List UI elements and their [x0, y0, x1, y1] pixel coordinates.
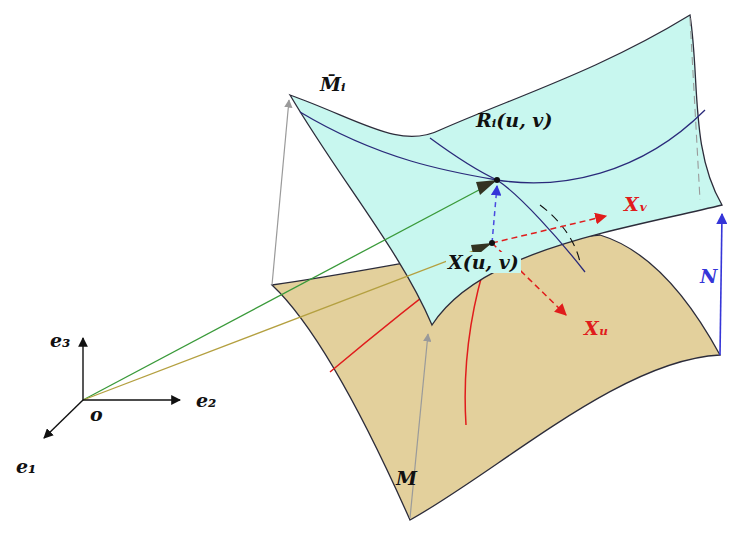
vector-tip: [476, 180, 497, 195]
surface-label: M̄ᵢ: [318, 74, 348, 95]
offset-arrow: [272, 100, 289, 285]
origin-label: o: [88, 404, 105, 425]
offset-arrow: [690, 18, 700, 200]
vector-label: Xᵤ: [582, 318, 611, 339]
offset-direction: [492, 186, 497, 243]
surface-label: M: [394, 468, 419, 489]
position-vector: [83, 182, 494, 400]
axis-label: e₃: [48, 330, 72, 351]
base-surface: [272, 235, 720, 520]
surface-point: [494, 177, 500, 183]
point-label: Rᵢ(u, v): [474, 110, 554, 131]
normal-vector: [720, 214, 722, 355]
axis-label: e₂: [194, 390, 218, 411]
offset-arrow: [410, 334, 428, 518]
parameter-curve: [300, 110, 705, 183]
parameter-curve: [430, 138, 585, 272]
point-label: X(u, v): [446, 252, 521, 273]
axis-arrow: [82, 338, 83, 400]
vector-label: N: [698, 266, 719, 287]
surface-point: [489, 240, 495, 246]
axis-label: e₁: [14, 456, 38, 477]
axis-arrow: [83, 399, 180, 400]
vector-label: Xᵥ: [622, 194, 650, 215]
position-vector: [83, 245, 489, 400]
axis-arrow: [44, 400, 83, 438]
hidden-curve: [540, 205, 580, 262]
offset-surface: [290, 15, 722, 325]
tangent-vector: [492, 216, 606, 243]
